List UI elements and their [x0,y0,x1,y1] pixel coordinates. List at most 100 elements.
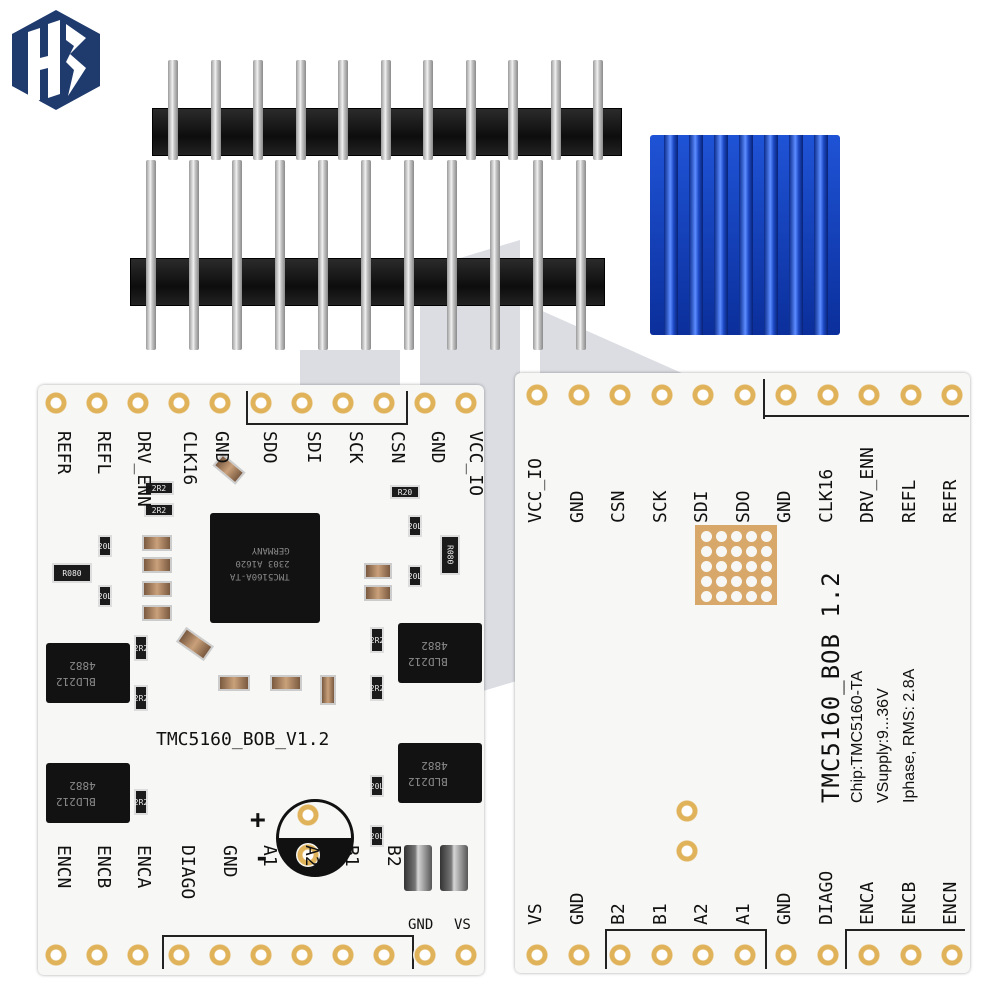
resistor: 20L [370,775,384,797]
chip-text-line: TMC5160A-TA [230,571,290,581]
thermal-via [731,531,742,542]
pin-label: CLK16 [179,431,200,486]
mosfet-text: BLD212 [56,675,96,688]
pin-label: ENCN [53,845,74,889]
header-pad [44,943,68,967]
header-pad [413,943,437,967]
thermal-via [701,546,712,557]
heatsink-fin [664,135,678,335]
driver-chip: TMC5160A-TA 2303 A1620 GERMANY [210,513,320,623]
heatsink-fin [714,135,728,335]
resistor: 2R2 [134,789,148,815]
header-pad [331,943,355,967]
header-pad [649,383,674,407]
pin-label: REFL [898,479,920,523]
header-pin [338,60,348,160]
heatsink-fin [764,135,778,335]
pin-label: GND [774,490,795,523]
mosfet-text: 4882 [421,759,448,772]
resistor: 20L [98,535,112,557]
pin-label: GND [427,431,448,464]
mosfet-text: BLD212 [56,795,96,808]
pin-label: VCC_IO [525,457,546,523]
header-pin [550,60,561,160]
resistor: 2R2 [144,503,174,517]
header-pad [249,943,273,967]
header-pad [413,391,437,415]
header-pad [85,943,109,967]
header-pin [168,60,178,160]
header-pad [898,383,923,407]
output-capacitor [404,845,432,891]
header-pin [423,60,433,160]
spec-vsupply: VSupply:9...36V [875,688,892,803]
pin-label: SCK [345,431,366,464]
thermal-via [716,576,727,587]
pin-label: CSN [387,431,408,464]
cap-minus-sign: - [254,843,270,873]
header-pad [566,943,591,967]
heatsink-fin [789,135,803,335]
thermal-via [701,531,712,542]
resistor: 2R2 [144,481,174,495]
header-pad [940,943,964,967]
cap-plus-sign: + [250,805,266,835]
resistor: 20L [370,825,384,847]
thermal-via [761,561,772,572]
header-pin [380,60,391,160]
pin-label: SDI [691,490,712,523]
spec-iphase: Iphase, RMS: 2.8A [901,668,918,803]
header-pad [290,943,314,967]
pin-label: CSN [608,490,629,523]
thermal-via [761,546,772,557]
thermal-via [701,591,712,602]
cap-pad [296,843,320,867]
pin-label: B1 [341,845,362,867]
pin-label: DIAGO [177,845,198,900]
pin-label: REFR [53,431,74,475]
header-pin [253,60,263,160]
header-pad [167,943,191,967]
pin-label: DIAGO [815,870,837,925]
header-pin [508,60,518,160]
capacitor [142,535,172,551]
header-pad [44,391,68,415]
pin-label: SDO [259,431,280,464]
header-pad [815,943,840,967]
resistor: 20L [98,585,112,607]
thermal-via [746,546,757,557]
resistor: 20L [408,565,422,587]
pin-label: ENCA [857,881,878,925]
thermal-via [716,591,727,602]
header-pad [167,391,191,415]
thermal-pad-grid [695,525,777,605]
header-pin [404,160,414,350]
header-pin [447,160,457,350]
output-capacitor [440,845,468,891]
thermal-via [731,591,742,602]
header-pad [732,383,757,407]
header-pad [774,383,798,407]
pin-label: DRV_ENN [133,431,154,507]
header-pin [361,160,371,350]
thermal-via [761,531,772,542]
thermal-via [746,576,757,587]
header-pad [208,943,232,967]
resistor: 20L [408,515,422,537]
brand-logo: HS [12,10,100,110]
pin-headers [0,0,622,360]
pin-label: A2 [301,845,322,867]
resistor: R080 [52,563,92,583]
header-pin [593,60,603,160]
header-pad [691,943,715,967]
header-pad [208,391,232,415]
chip-text-line: 2303 A1620 [235,558,290,568]
board-name: TMC5160_BOB_V1.2 [156,729,330,750]
header-pin [465,60,476,160]
heatsink-fin [814,135,828,335]
header-pad [608,383,632,407]
pin-label: CLK16 [815,468,837,523]
